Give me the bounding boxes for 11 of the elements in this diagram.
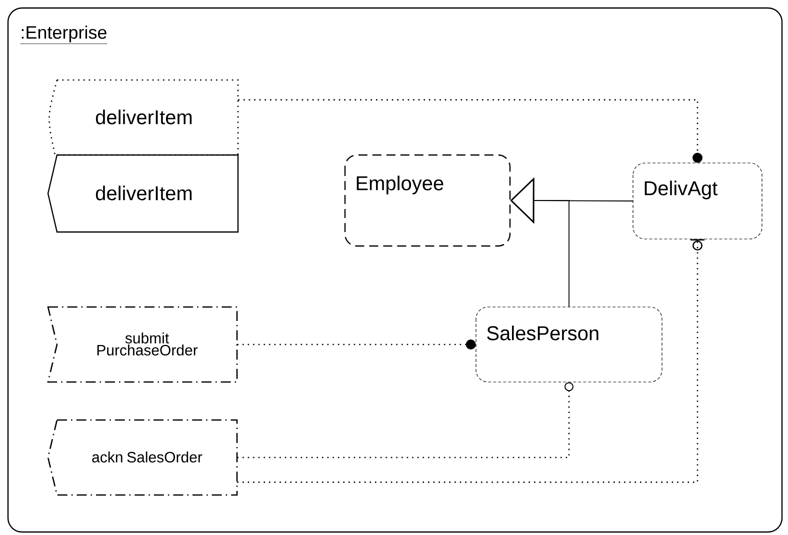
signal-box: deliverItem bbox=[48, 79, 239, 156]
class-box: Employee bbox=[344, 154, 511, 247]
connector-line bbox=[237, 239, 704, 483]
signal-box: submit PurchaseOrder bbox=[47, 306, 238, 383]
class-box: DelivAgt bbox=[632, 162, 762, 240]
connector-line bbox=[237, 382, 574, 458]
class-box: SalesPerson bbox=[476, 306, 662, 382]
connector-line bbox=[238, 99, 702, 163]
signal-box: deliverItem bbox=[47, 154, 239, 233]
connector-line bbox=[237, 340, 476, 350]
signal-box: ackn SalesOrder bbox=[47, 419, 238, 496]
